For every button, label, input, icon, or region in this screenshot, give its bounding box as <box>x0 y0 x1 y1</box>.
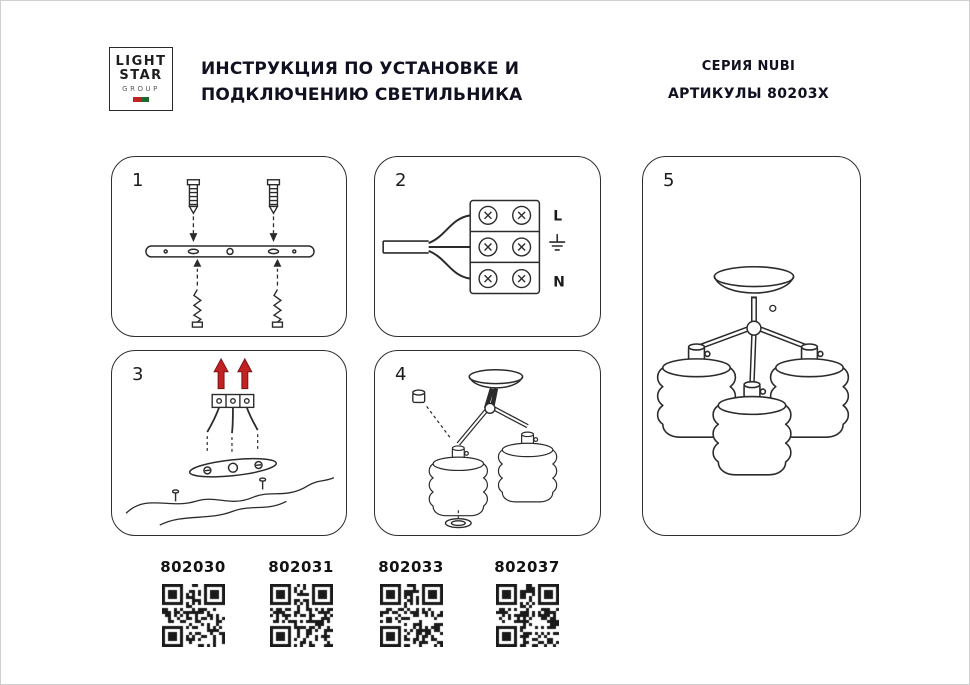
ceiling-plate <box>713 265 795 294</box>
shade-assembly-figure <box>412 369 558 529</box>
article-code: 802031 <box>268 558 334 576</box>
loose-socket-part <box>412 389 426 404</box>
step-number-5: 5 <box>663 170 675 191</box>
fixture-arms <box>456 387 529 446</box>
title-line-1: ИНСТРУКЦИЯ ПО УСТАНОВКЕ И <box>201 59 520 79</box>
finished-fixture-figure <box>656 265 850 476</box>
qr-code <box>495 584 559 647</box>
step-panel-5: 5 <box>642 156 861 536</box>
red-up-arrow-icon <box>213 357 253 390</box>
qr-code <box>161 584 225 647</box>
ceiling-connection-figure <box>125 357 335 526</box>
article-code: 802037 <box>494 558 560 576</box>
mounting-hardware-figure <box>145 179 315 328</box>
supply-cable <box>382 214 471 280</box>
ceiling-surface <box>125 477 335 526</box>
surface-screw-icon <box>171 477 267 502</box>
articles-label: АРТИКУЛЫ 80203X <box>667 86 830 102</box>
article-code: 802033 <box>378 558 444 576</box>
stem-and-arms <box>695 296 811 384</box>
step-panel-1: 1 <box>111 156 347 337</box>
step-number-4: 4 <box>395 364 407 385</box>
article-column: 802037 <box>482 558 572 651</box>
step-panel-4: 4 <box>374 350 601 536</box>
assembly-dashed-line <box>426 406 451 439</box>
title-line-2: ПОДКЛЮЧЕНИЮ СВЕТИЛЬНИКА <box>201 85 523 105</box>
series-info: СЕРИЯ NUBI АРТИКУЛЫ 80203X <box>656 59 841 102</box>
series-name: СЕРИЯ NUBI <box>701 59 796 74</box>
retaining-ring <box>444 517 472 529</box>
ceiling-canopy <box>188 457 277 478</box>
qr-code <box>379 584 443 647</box>
page-title: ИНСТРУКЦИЯ ПО УСТАНОВКЕ И ПОДКЛЮЧЕНИЮ СВ… <box>201 56 541 108</box>
article-column: 802033 <box>366 558 456 651</box>
step-number-2: 2 <box>395 170 407 191</box>
step-panel-2: 2 L N <box>374 156 601 337</box>
logo-text: STAR <box>119 68 163 83</box>
step-number-1: 1 <box>132 170 144 191</box>
step-number-3: 3 <box>132 364 144 385</box>
alignment-dashed-lines <box>206 434 259 455</box>
qr-code <box>269 584 333 647</box>
mounting-bar <box>145 245 315 258</box>
canopy-plate <box>468 369 524 389</box>
up-arrow-icon <box>193 258 282 286</box>
logo-text: GROUP <box>122 85 160 93</box>
fixture-wires <box>206 407 259 434</box>
lightstar-logo: LIGHT STAR GROUP <box>109 47 173 111</box>
article-column: 802030 <box>148 558 238 651</box>
screw-icon <box>191 288 284 328</box>
down-arrow-icon <box>189 216 278 243</box>
article-code: 802030 <box>160 558 226 576</box>
terminal-block <box>469 199 541 295</box>
earth-ground-icon <box>549 234 566 251</box>
live-label: L <box>553 208 562 224</box>
wire-connector <box>211 393 255 409</box>
logo-text: LIGHT <box>115 54 167 69</box>
article-column: 802031 <box>256 558 346 651</box>
logo-flag-icon <box>110 97 172 102</box>
wall-plug-icon <box>186 179 281 215</box>
terminal-wiring-figure: L N <box>382 199 566 295</box>
cloud-shade-icon <box>428 431 558 517</box>
neutral-label: N <box>553 275 565 291</box>
step-panel-3: 3 <box>111 350 347 536</box>
